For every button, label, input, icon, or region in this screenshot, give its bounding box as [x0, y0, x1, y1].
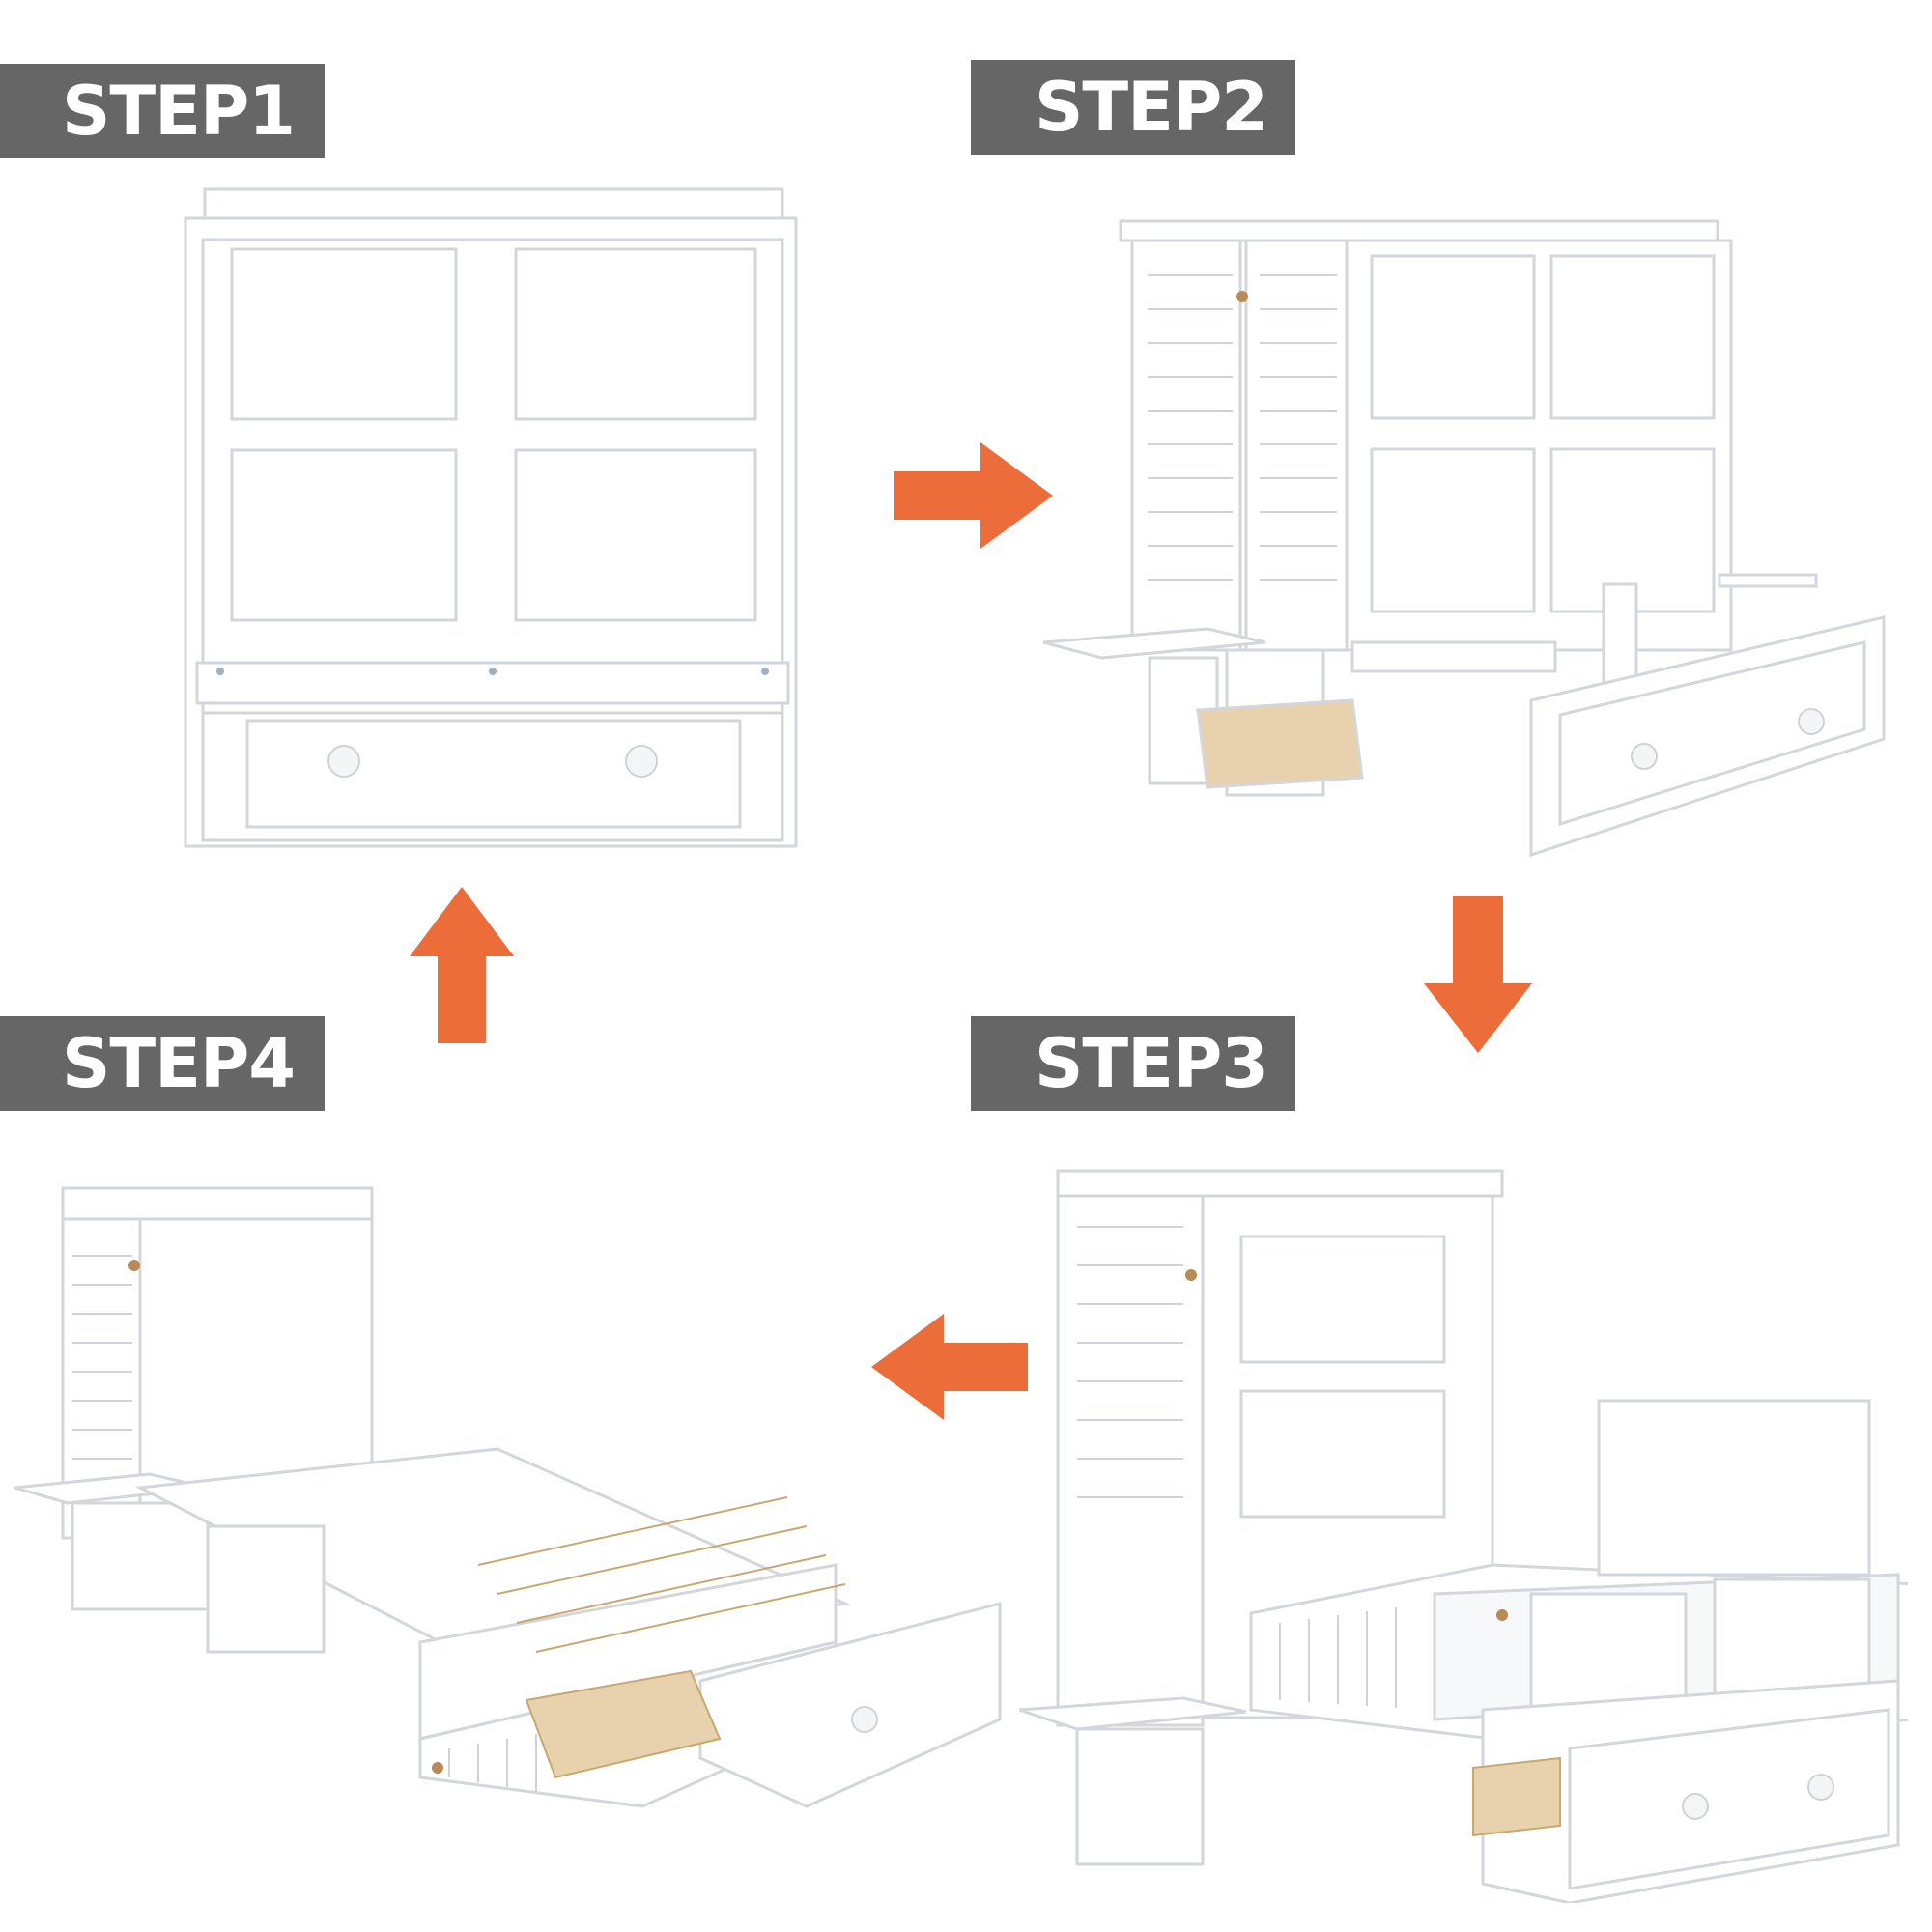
step1-label: STEP1: [0, 64, 325, 158]
arrow-up-icon: [410, 887, 514, 1043]
step2-label: STEP2: [971, 60, 1295, 155]
step2-opening-cabinet-illustration: [1043, 219, 1886, 858]
arrow-down-icon: [1424, 896, 1532, 1053]
arrow-right-icon: [894, 442, 1053, 549]
step3-unfolding-bed-illustration: [1019, 1169, 1908, 1903]
step1-closed-cabinet-illustration: [184, 187, 798, 848]
step4-label: STEP4: [0, 1016, 325, 1111]
step4-open-bed-illustration: [14, 1186, 1002, 1808]
arrow-left-icon: [871, 1314, 1028, 1420]
step3-label: STEP3: [971, 1016, 1295, 1111]
